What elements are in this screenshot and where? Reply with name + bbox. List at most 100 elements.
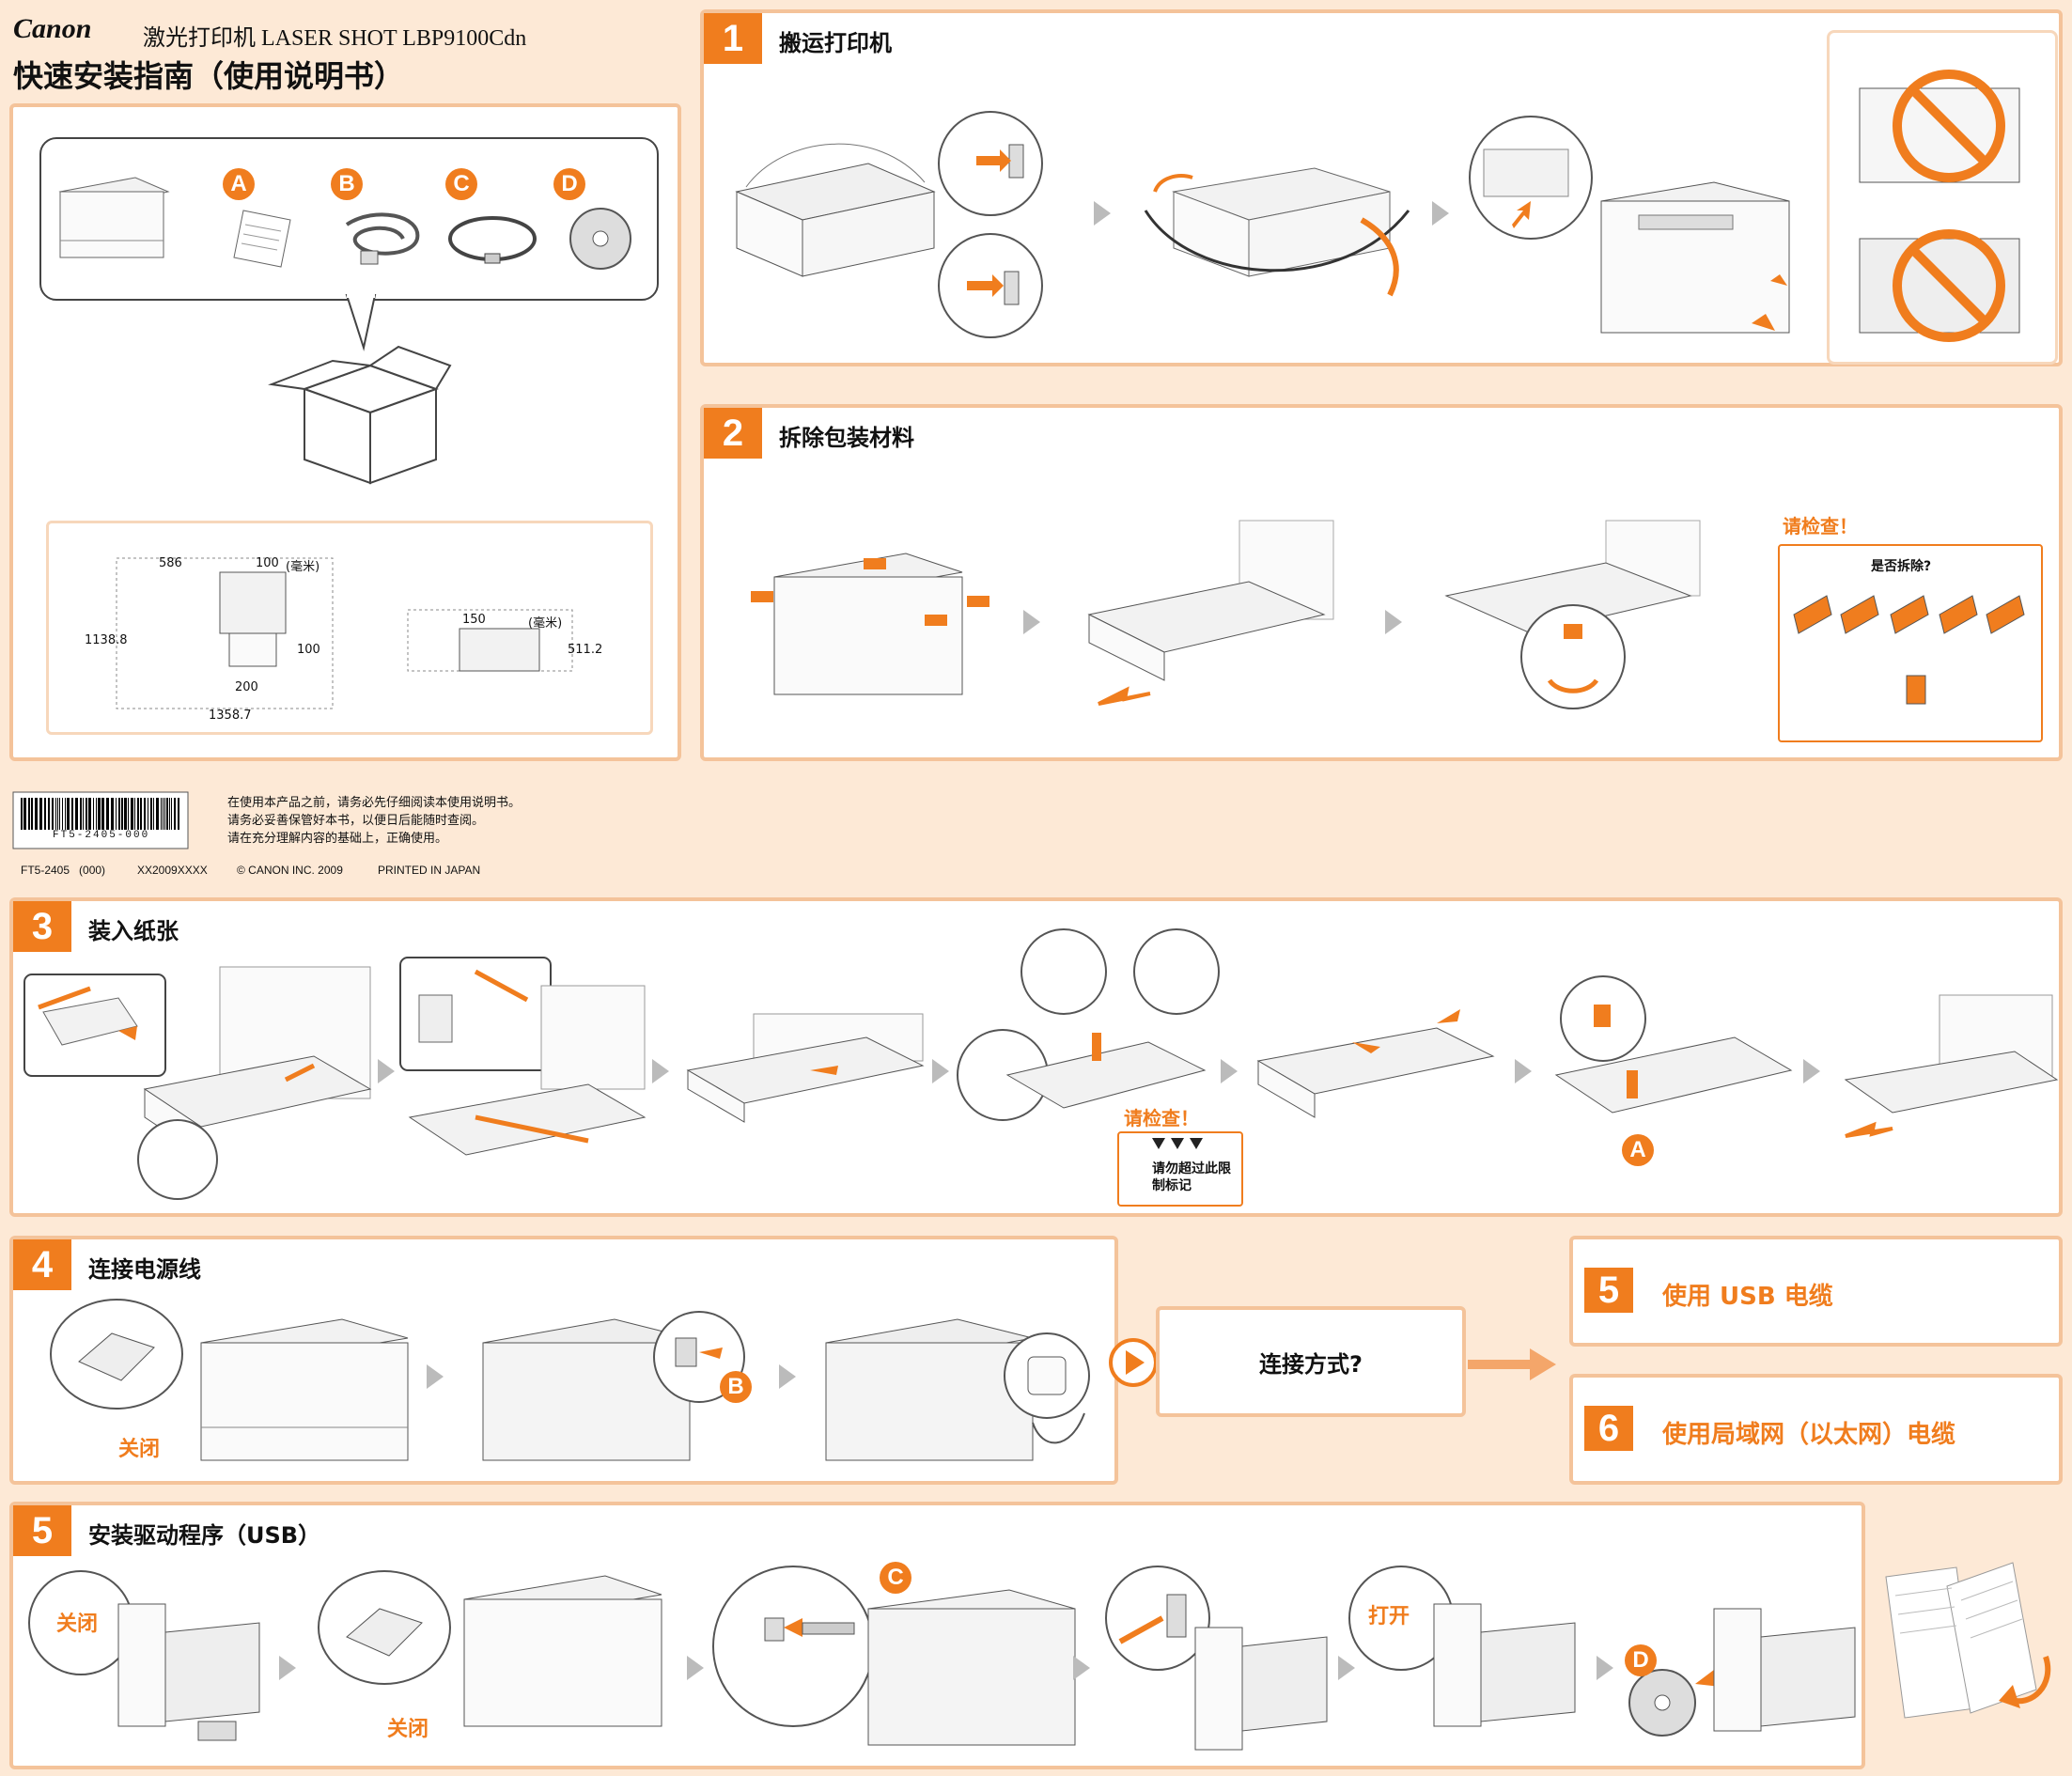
step-3-arrow-2 bbox=[652, 1059, 669, 1083]
remove-tray-materials-illustration bbox=[1444, 520, 1701, 709]
item-c-badge: C bbox=[445, 168, 477, 200]
close-tray-illustration bbox=[1844, 994, 2059, 1138]
step-1-arrow-2 bbox=[1432, 201, 1449, 226]
step-1-title: 搬运打印机 bbox=[779, 30, 892, 56]
dim-1138: 1138.8 bbox=[85, 633, 128, 647]
dim-150: 150 bbox=[462, 613, 486, 627]
plug-outlet-illustration bbox=[825, 1318, 1090, 1461]
computer-close-label: 关闭 bbox=[56, 1612, 99, 1636]
cd-badge-d: D bbox=[1625, 1644, 1657, 1676]
print-code: XX2009XXXX bbox=[137, 864, 208, 877]
size-dial-illustration bbox=[1554, 975, 1793, 1114]
dim-511: 511.2 bbox=[568, 643, 603, 657]
step-3-check-label: 请检查！ bbox=[1124, 1107, 1199, 1129]
usb-connect-illustration bbox=[712, 1566, 1076, 1746]
guide-lift-illustration bbox=[399, 957, 647, 1156]
barcode bbox=[12, 791, 189, 849]
step-3-arrow-1 bbox=[378, 1059, 395, 1083]
dim-unit-b: (毫米) bbox=[528, 616, 563, 631]
tape-pieces-illustration bbox=[1793, 595, 2025, 705]
insert-cd-illustration bbox=[1628, 1608, 1856, 1737]
step-4-number: 4 bbox=[13, 1239, 71, 1290]
bubble-pointer bbox=[345, 294, 377, 351]
step-1-panel: 1 搬运打印机 bbox=[700, 9, 2063, 366]
step-3-arrow-4 bbox=[1221, 1059, 1238, 1083]
limit-mark-note: 请勿超过此限制标记 bbox=[1152, 1161, 1231, 1193]
dimensions-drawing-top bbox=[116, 557, 334, 709]
option-lan-panel[interactable]: 6 使用局域网（以太网）电缆 bbox=[1569, 1374, 2063, 1485]
notice-line-1: 在使用本产品之前，请务必先仔细阅读本使用说明书。 bbox=[227, 796, 522, 810]
detail-zoom-tape-2 bbox=[938, 233, 1043, 338]
computer-open-label: 打开 bbox=[1368, 1605, 1410, 1628]
connection-arrow bbox=[1468, 1348, 1556, 1380]
notice-line-2: 请务必妥善保管好本书，以便日后能随时查阅。 bbox=[227, 814, 485, 828]
brand-logo: Canon bbox=[13, 13, 92, 44]
copyright: © CANON INC. 2009 bbox=[237, 864, 343, 877]
dimensions-box bbox=[46, 521, 653, 735]
step-5-arrow-4 bbox=[1338, 1656, 1355, 1680]
unwrapping-illustration bbox=[1144, 167, 1410, 297]
step-2-arrow-1 bbox=[1023, 610, 1040, 634]
step-1-arrow-1 bbox=[1094, 201, 1111, 226]
step-3-arrow-6 bbox=[1803, 1059, 1820, 1083]
step-4-panel: 4 连接电源线 关闭 B bbox=[9, 1236, 1118, 1485]
step-5-number: 5 bbox=[13, 1505, 71, 1556]
step-3-arrow-3 bbox=[932, 1059, 949, 1083]
usb-computer-illustration bbox=[1105, 1566, 1328, 1751]
connection-method-box: 连接方式? bbox=[1156, 1306, 1466, 1417]
tray-guide-illustration bbox=[137, 966, 372, 1200]
step-5-arrow-5 bbox=[1597, 1656, 1613, 1680]
printer-close-label: 关闭 bbox=[387, 1718, 429, 1741]
power-switch-zoom bbox=[50, 1299, 183, 1410]
barcode-text: FT5-2405-000 bbox=[53, 830, 150, 841]
insert-paper-illustration bbox=[686, 1013, 925, 1123]
option-lan-title: 使用局域网（以太网）电缆 bbox=[1662, 1421, 1956, 1449]
step-5-arrow-2 bbox=[687, 1656, 704, 1680]
dim-586: 586 bbox=[159, 556, 182, 570]
limit-mark-icon bbox=[1152, 1138, 1203, 1149]
document-sheet-icon bbox=[233, 210, 291, 268]
usb-cable-icon bbox=[448, 216, 537, 264]
dim-200: 200 bbox=[235, 680, 258, 694]
printer-illustration bbox=[58, 177, 170, 258]
step-4-arrow-1 bbox=[427, 1364, 444, 1389]
connection-question: 连接方式? bbox=[1259, 1351, 1363, 1378]
prohibited-lift-back bbox=[1859, 229, 2020, 342]
wrapped-printer-illustration bbox=[735, 143, 936, 277]
computer-off-illustration bbox=[28, 1570, 260, 1741]
dim-100b: 100 bbox=[297, 643, 320, 657]
remove-tapes-illustration bbox=[751, 553, 989, 695]
item-d-badge: D bbox=[553, 168, 585, 200]
package-contents-panel: A B C D 586 100 1138.8 100 200 1358.7 (毫… bbox=[9, 103, 681, 761]
dimensions-drawing-front bbox=[407, 609, 573, 672]
removed-question: 是否拆除? bbox=[1871, 559, 1932, 574]
step-5-panel: 5 安装驱动程序（USB） 关闭 关闭 C 打 bbox=[9, 1502, 1865, 1769]
power-cord-badge-b: B bbox=[720, 1371, 752, 1403]
step-2-number: 2 bbox=[704, 408, 762, 459]
option-usb-title: 使用 USB 电缆 bbox=[1662, 1283, 1833, 1311]
product-name: 激光打印机 LASER SHOT LBP9100Cdn bbox=[143, 26, 527, 51]
computer-on-illustration bbox=[1348, 1566, 1576, 1727]
paper-limit-illustration bbox=[957, 928, 1220, 1121]
shipping-box-illustration bbox=[268, 345, 452, 485]
step-3-panel: 3 装入纸张 请检查！ 请勿超过此限 bbox=[9, 897, 2063, 1217]
option-usb-panel[interactable]: 5 使用 USB 电缆 bbox=[1569, 1236, 2063, 1347]
step-3-title: 装入纸张 bbox=[88, 918, 179, 944]
prohibited-lift-front bbox=[1859, 70, 2020, 183]
play-icon bbox=[1109, 1338, 1158, 1387]
paper-size-badge-a: A bbox=[1622, 1134, 1654, 1166]
step-2-panel: 2 拆除包装材料 请检查！ 是否拆除? bbox=[700, 404, 2063, 761]
item-a-badge: A bbox=[223, 168, 255, 200]
dim-1358: 1358.7 bbox=[209, 709, 252, 723]
option-lan-number: 6 bbox=[1584, 1406, 1633, 1451]
connect-power-cord-illustration bbox=[482, 1311, 745, 1461]
step-4-arrow-2 bbox=[779, 1364, 796, 1389]
step-1-number: 1 bbox=[704, 13, 762, 64]
dim-unit-a: (毫米) bbox=[286, 560, 320, 574]
item-b-badge: B bbox=[331, 168, 363, 200]
step-2-title: 拆除包装材料 bbox=[779, 425, 914, 451]
step-5-arrow-1 bbox=[279, 1656, 296, 1680]
doc-code: FT5-2405 (000) bbox=[21, 864, 106, 877]
printed-in: PRINTED IN JAPAN bbox=[378, 864, 481, 877]
pull-tray-illustration bbox=[1087, 520, 1334, 706]
